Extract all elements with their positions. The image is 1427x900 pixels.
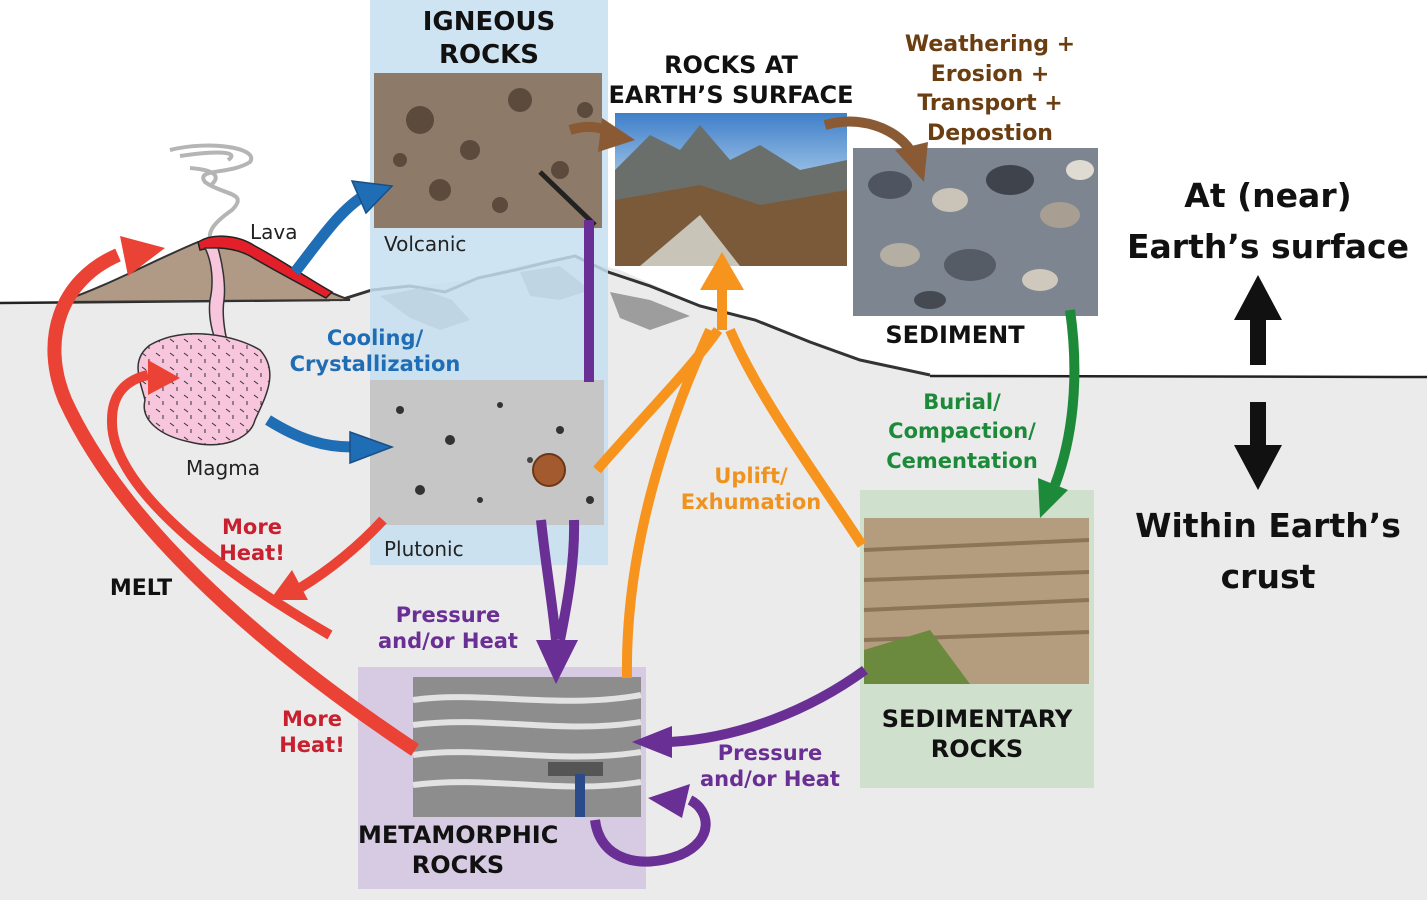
- arrow-metamorphic-melt: [47, 248, 419, 756]
- arrowhead-surface: [598, 118, 635, 152]
- arrowhead-loop: [648, 784, 690, 818]
- arrow-surface-to-sediment: [823, 116, 915, 154]
- arrow-melt-magma: [106, 370, 333, 640]
- melt-label: MELT: [109, 576, 173, 601]
- arrow-metamorphic-uplift: [621, 327, 715, 679]
- down-arrow-icon: [1234, 402, 1282, 490]
- arrowhead-sediment: [895, 142, 928, 182]
- arrowhead-melt-magma: [148, 360, 180, 395]
- photo-sedimentary-outcrop: [863, 518, 1090, 684]
- arrowhead-sedimentary: [1038, 478, 1068, 518]
- photo-metamorphic-gneiss: [412, 677, 642, 817]
- up-arrow-icon: [1234, 275, 1282, 365]
- arrowhead-plutonic: [349, 430, 395, 465]
- cooling-label: Cooling/Crystallization: [289, 326, 461, 377]
- photo-plutonic-granite: [370, 380, 604, 525]
- weathering-label: Weathering +Erosion + Transport +Deposti…: [904, 32, 1076, 147]
- magma-label: Magma: [186, 456, 260, 480]
- lava-label: Lava: [250, 220, 298, 244]
- arrowhead-metamorphic-top: [536, 640, 578, 684]
- arrow-metamorphic-loop: [590, 795, 711, 867]
- photo-surface-landscape: [615, 113, 847, 266]
- arrow-plutonic-more-heat: [297, 516, 387, 593]
- arrowhead-melt-lava: [120, 236, 165, 276]
- lava-flow: [197, 235, 334, 299]
- magma-texture: [138, 333, 270, 445]
- photo-volcanic-rock: [374, 73, 602, 228]
- near-surface-label: At (near)Earth’s surface: [1127, 176, 1409, 267]
- photo-sediment-pebbles: [853, 148, 1098, 316]
- arrow-lava-to-volcanic: [290, 190, 368, 276]
- burial-label: Burial/Compaction/Cementation: [886, 390, 1038, 473]
- arrowhead-metamorphic-right: [632, 726, 672, 758]
- arrow-sedimentary-uplift: [725, 328, 867, 548]
- volcano-smoke: [169, 143, 254, 246]
- plutonic-label: Plutonic: [384, 537, 464, 561]
- arrowhead-more-heat: [270, 570, 308, 600]
- volcanic-label: Volcanic: [384, 232, 467, 256]
- uplift-label: Uplift/Exhumation: [680, 464, 822, 515]
- arrow-sediment-to-sedimentary: [1050, 309, 1080, 487]
- sediment-label: SEDIMENT: [885, 321, 1025, 349]
- arrowhead-uplift: [700, 252, 744, 290]
- arrow-plutonic-to-metamorphic: [536, 519, 580, 641]
- arrow-sedimentary-to-metamorphic: [669, 665, 868, 747]
- arrow-magma-to-plutonic: [265, 415, 353, 453]
- arrowhead-volcanic: [350, 180, 394, 215]
